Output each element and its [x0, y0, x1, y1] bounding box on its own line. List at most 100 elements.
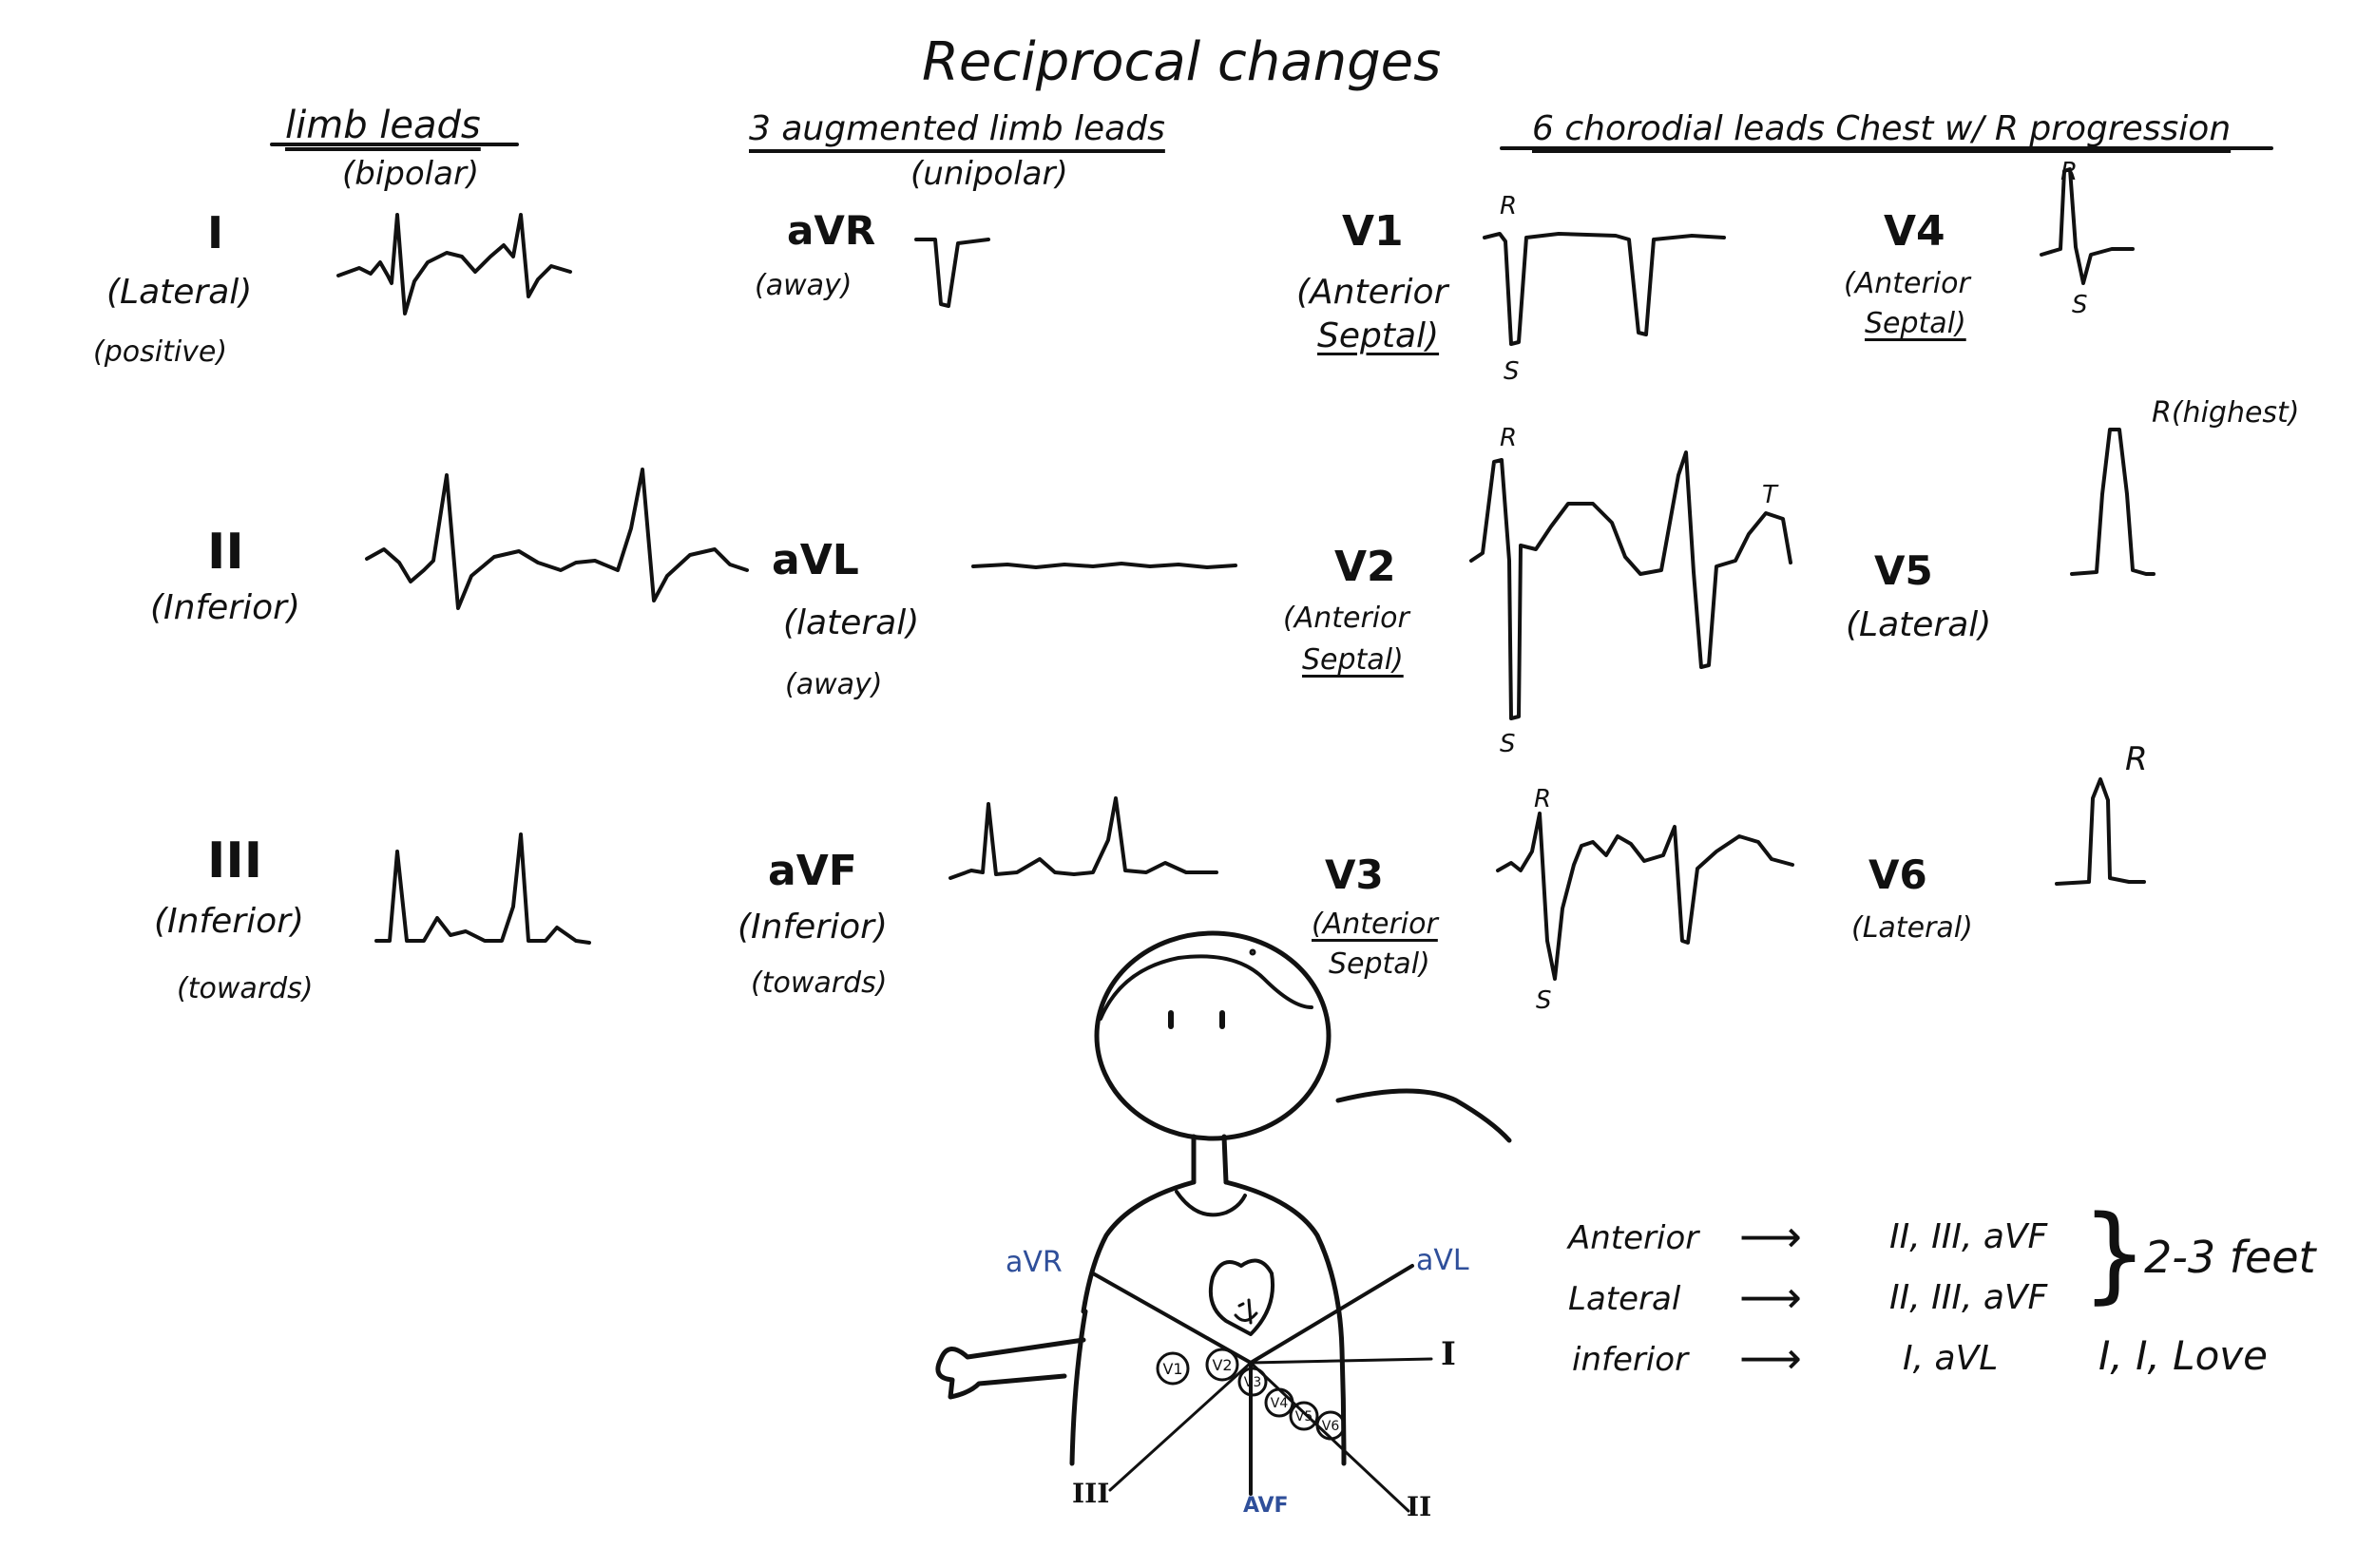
- lead-avr-label: aVR: [787, 207, 876, 254]
- v2-s-label: S: [1500, 730, 1516, 758]
- lead-avf-waveform: [948, 796, 1218, 880]
- lead-i-label: I: [207, 207, 224, 258]
- limb-leads-subheading: (bipolar): [342, 155, 480, 193]
- lead-ii-waveform: [365, 468, 749, 610]
- lead-v2-label: V2: [1334, 543, 1396, 591]
- lead-v6-desc: (Lateral): [1851, 911, 1973, 945]
- lead-v6-waveform: [2055, 777, 2146, 886]
- augmented-leads-heading: 3 augmented limb leads: [749, 109, 1165, 148]
- lead-v3-desc2: Septal): [1329, 947, 1430, 981]
- lead-v2-desc2: Septal): [1302, 643, 1404, 677]
- lead-avl-label: aVL: [772, 536, 859, 584]
- v2-t-label: T: [1762, 481, 1777, 509]
- electrode-v2: [1205, 1348, 1239, 1382]
- electrode-v5-label: V5: [1295, 1409, 1313, 1425]
- lead-v4-waveform: [2040, 167, 2135, 285]
- lead-v3-desc: (Anterior: [1312, 908, 1438, 941]
- neck-right: [1221, 1134, 1229, 1185]
- lead-ii-label: II: [207, 524, 244, 581]
- electrode-v6: [1315, 1410, 1346, 1441]
- figure-avr-label: aVR: [1006, 1246, 1063, 1279]
- lead-v4-label: V4: [1884, 207, 1945, 256]
- electrode-v3: [1237, 1367, 1268, 1397]
- table-row-anterior-leads: II, III, aVF: [1889, 1217, 2048, 1256]
- v3-s-label: S: [1536, 986, 1552, 1015]
- left-arm: [935, 1337, 1086, 1400]
- lead-v4-desc: (Anterior: [1844, 267, 1970, 300]
- lead-avr-desc: (away): [755, 269, 853, 302]
- v1-r-label: R: [1500, 192, 1518, 220]
- figure-iii-label: III: [1072, 1478, 1110, 1509]
- v1-s-label: S: [1504, 357, 1520, 386]
- figure-avr-line: [1091, 1272, 1253, 1365]
- lead-v5-label: V5: [1874, 547, 1933, 594]
- person-figure: [935, 930, 1512, 1513]
- electrode-v1: [1156, 1351, 1190, 1386]
- v2-r-label: R: [1500, 424, 1518, 452]
- lead-ii-desc: (Inferior): [150, 588, 300, 627]
- lead-avf-label: aVF: [768, 847, 857, 895]
- right-arm: [1335, 1088, 1512, 1143]
- collar: [1175, 1190, 1247, 1217]
- table-row-lateral-arrow: ⟶: [1739, 1272, 1802, 1323]
- lead-iii-desc2: (towards): [177, 972, 314, 1005]
- bracket: }: [2081, 1193, 2148, 1314]
- hair-dot: [1249, 948, 1256, 956]
- lead-avl-waveform: [971, 562, 1237, 569]
- lead-v1-label: V1: [1342, 207, 1404, 256]
- lead-v2-waveform: [1469, 450, 1792, 720]
- table-row-lateral-leads: II, III, aVF: [1889, 1278, 2048, 1317]
- figure-lead-iii-line: [1108, 1361, 1253, 1492]
- lead-v5-waveform: [2070, 428, 2156, 576]
- lead-i-waveform: [336, 213, 572, 316]
- lead-v2-desc: (Anterior: [1283, 602, 1409, 635]
- lead-i-desc: (Lateral): [106, 273, 253, 312]
- figure-lead-ii-line: [1249, 1361, 1410, 1513]
- electrode-v6-label: V6: [1322, 1419, 1340, 1434]
- page-title: Reciprocal changes: [922, 31, 1442, 93]
- v3-r-label: R: [1534, 785, 1552, 813]
- table-row-inferior-leads: I, aVL: [1903, 1339, 1999, 1378]
- chest-leads-heading: 6 chorodial leads Chest w/ R progression: [1532, 109, 2232, 148]
- lead-v1-waveform: [1483, 232, 1726, 346]
- electrode-v1-label: V1: [1162, 1360, 1182, 1378]
- lead-v6-label: V6: [1868, 851, 1927, 898]
- lead-v1-desc: (Anterior: [1296, 273, 1448, 312]
- electrode-v5: [1289, 1401, 1319, 1431]
- left-shoulder: [1081, 1179, 1197, 1314]
- hair-line: [1099, 954, 1313, 1021]
- figure-lead-i-line: [1249, 1357, 1433, 1365]
- lead-v3-waveform: [1496, 812, 1794, 981]
- figure-avf-label: AVF: [1243, 1494, 1289, 1518]
- left-body-side: [1069, 1309, 1088, 1466]
- table-row-lateral-region: Lateral: [1568, 1280, 1681, 1318]
- v6-r-label: R: [2125, 740, 2148, 778]
- lead-avf-desc2: (towards): [751, 966, 888, 1000]
- table-row-inferior-region: inferior: [1572, 1341, 1689, 1379]
- lead-avl-desc: (lateral): [783, 603, 920, 642]
- heart-detail: [1234, 1298, 1258, 1325]
- lead-avr-waveform: [914, 238, 990, 308]
- head-outline: [1094, 930, 1332, 1141]
- v5-r-highest-label: R(highest): [2152, 396, 2300, 430]
- table-row-anterior-region: Anterior: [1568, 1219, 1699, 1257]
- right-body-side: [1223, 1179, 1347, 1466]
- figure-ii-label: II: [1407, 1491, 1432, 1522]
- mnemonic-feet: 2-3 feet: [2144, 1232, 2316, 1283]
- figure-i-label: I: [1441, 1335, 1456, 1373]
- table-row-anterior-arrow: ⟶: [1739, 1211, 1802, 1262]
- electrode-v4: [1264, 1387, 1294, 1418]
- lead-avf-desc: (Inferior): [738, 908, 888, 947]
- electrode-v4-label: V4: [1271, 1396, 1289, 1411]
- lead-v1-desc2: Septal): [1317, 316, 1440, 355]
- lead-avl-desc2: (away): [785, 668, 883, 701]
- table-row-inferior-arrow: ⟶: [1739, 1332, 1802, 1384]
- electrode-v2-label: V2: [1212, 1356, 1232, 1374]
- lead-iii-desc: (Inferior): [154, 902, 304, 941]
- lead-i-desc2: (positive): [93, 335, 228, 369]
- lead-iii-waveform: [374, 832, 591, 945]
- lead-v4-desc2: Septal): [1865, 307, 1966, 340]
- electrode-v3-label: V3: [1244, 1375, 1261, 1390]
